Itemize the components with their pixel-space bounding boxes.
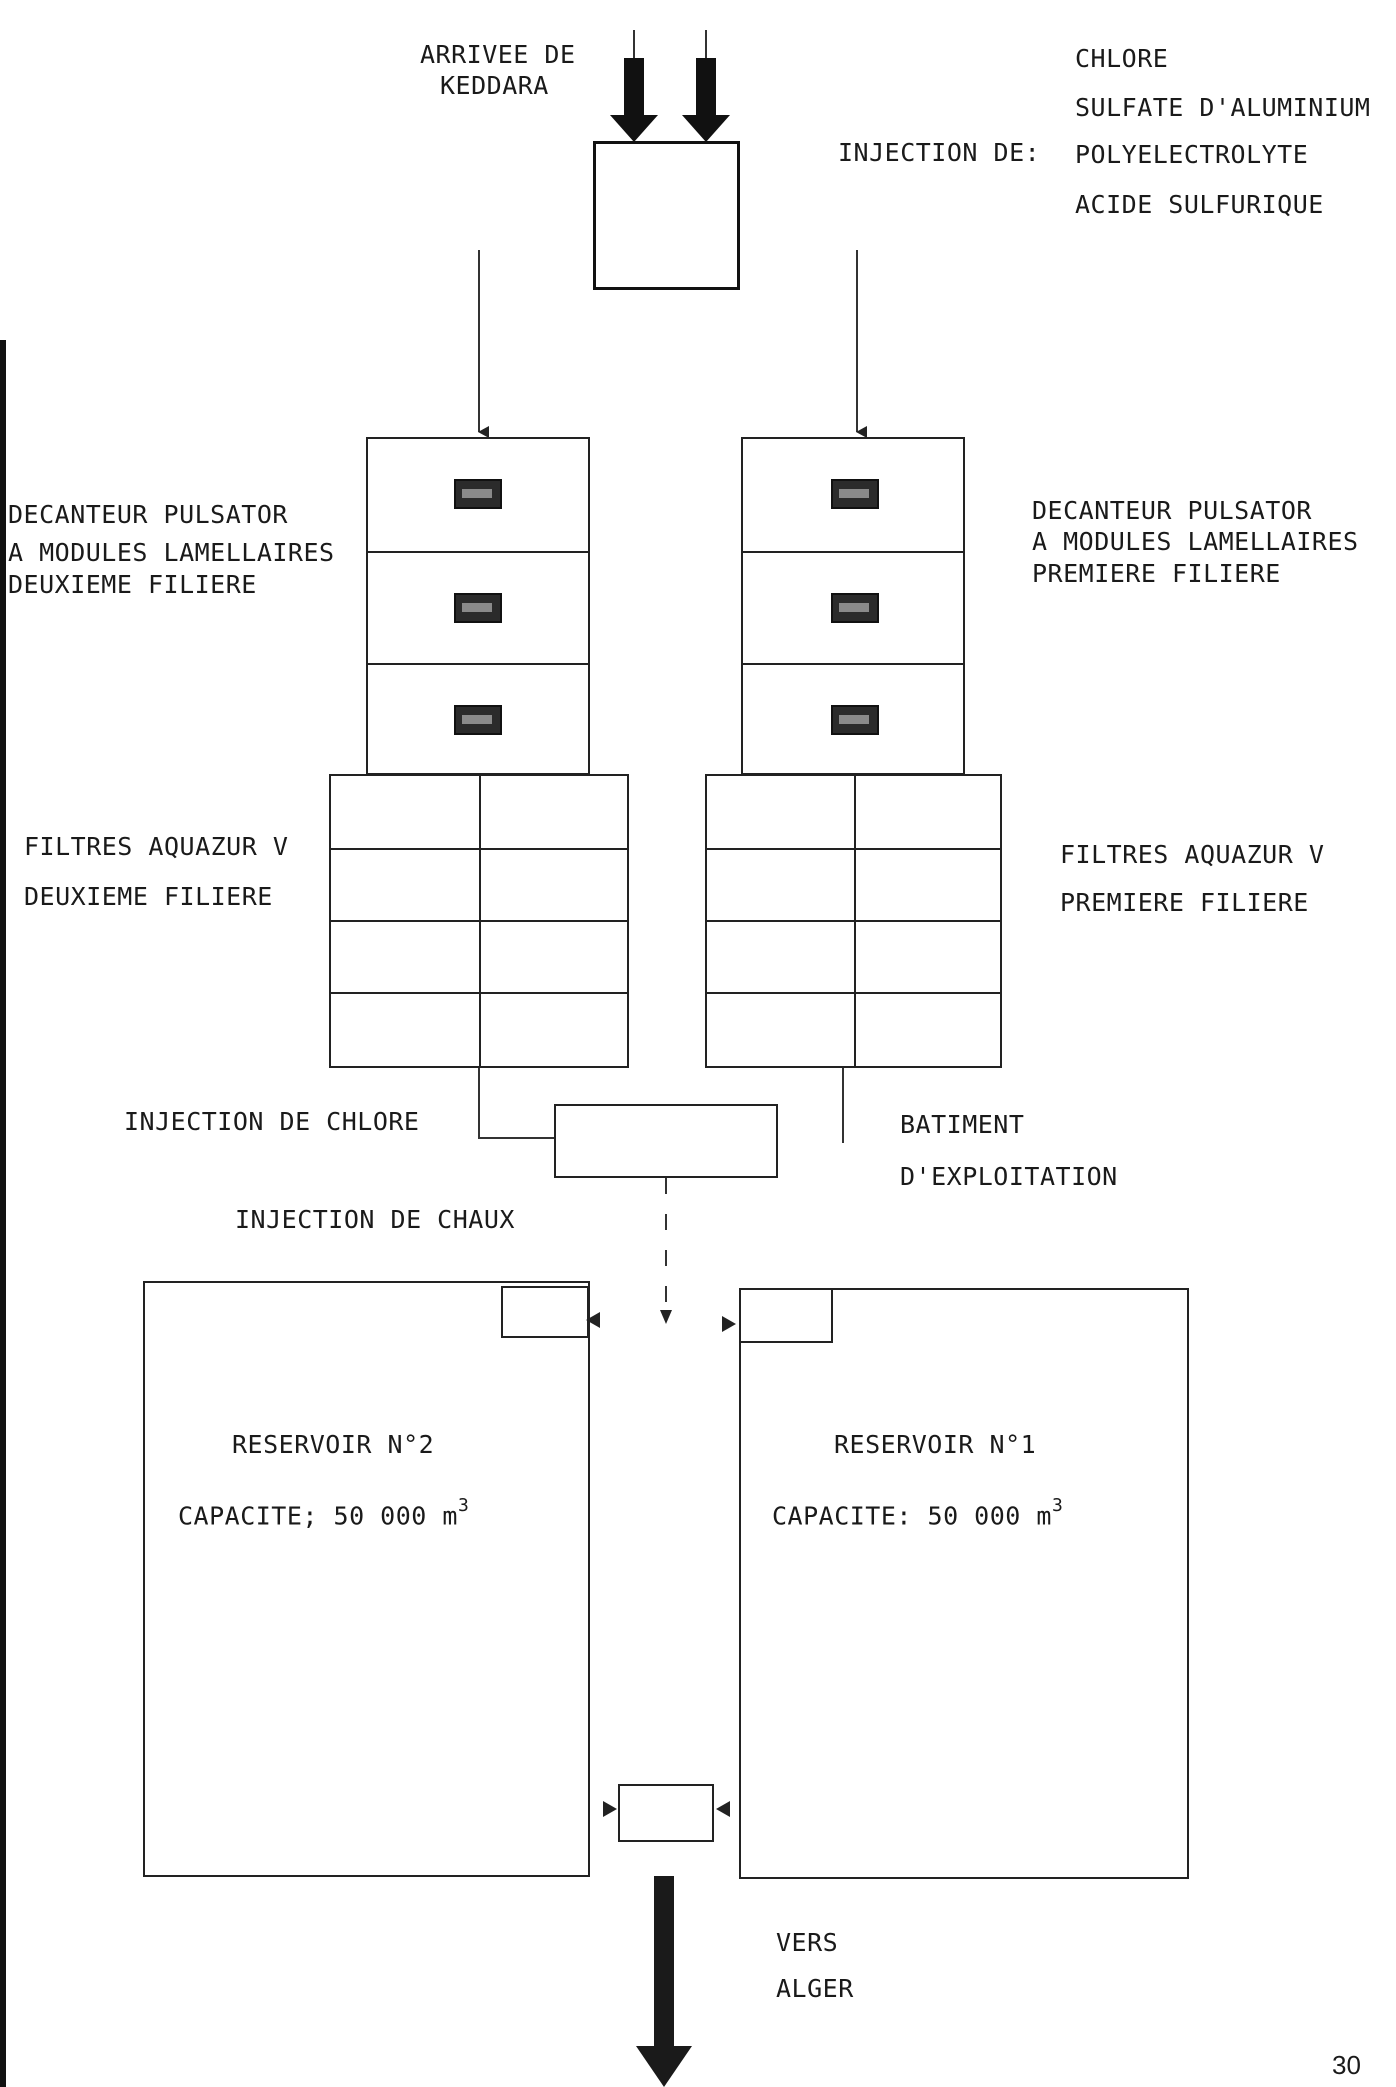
outlet-collector — [618, 1784, 714, 1842]
reservoir-1-inlet-chamber — [739, 1288, 833, 1343]
outflow-left-line — [479, 1068, 555, 1138]
operations-building — [554, 1104, 778, 1178]
decanter-right — [741, 437, 965, 775]
reservoir-2-inlet-chamber — [501, 1286, 589, 1338]
filter-right-label: FILTRES AQUAZUR V — [1060, 840, 1324, 870]
lime-injection-label: INJECTION DE CHAUX — [235, 1205, 515, 1235]
outlet-label: VERS — [776, 1928, 838, 1958]
lamellar-module-icon — [454, 705, 502, 735]
reservoir-2 — [143, 1281, 590, 1877]
filter-bank-right — [705, 774, 1002, 1068]
lamellar-module-icon — [831, 593, 879, 623]
decanter-cell — [368, 551, 588, 663]
decanter-left — [366, 437, 590, 775]
reservoir-2-capacity: CAPACITE; 50 000 m3 — [178, 1495, 469, 1531]
lamellar-module-icon — [831, 479, 879, 509]
injection-item: POLYELECTROLYTE — [1075, 140, 1308, 170]
decanter-cell — [743, 663, 963, 773]
outlet-arrow — [636, 1876, 692, 2087]
lamellar-module-icon — [454, 479, 502, 509]
reservoir1-inlet-arrow — [722, 1316, 736, 1332]
decanter-cell — [368, 439, 588, 551]
reservoir-2-name: RESERVOIR N°2 — [232, 1430, 434, 1460]
decanter-left-label-3: DEUXIEME FILIERE — [8, 570, 257, 600]
decanter-right-label-2: A MODULES LAMELLAIRES — [1032, 527, 1359, 557]
filter-right-label-2: PREMIERE FILIERE — [1060, 888, 1309, 918]
injection-prefix: INJECTION DE: — [838, 138, 1040, 168]
injection-item: SULFATE D'ALUMINIUM — [1075, 93, 1370, 123]
inlet-arrow-2 — [682, 30, 730, 142]
decanter-right-label-3: PREMIERE FILIERE — [1032, 559, 1281, 589]
filter-left-label: FILTRES AQUAZUR V — [24, 832, 288, 862]
chlorine-injection-label: INJECTION DE CHLORE — [124, 1107, 419, 1137]
lamellar-module-icon — [454, 593, 502, 623]
source-label-2: KEDDARA — [440, 71, 549, 101]
reservoir-1-name: RESERVOIR N°1 — [834, 1430, 1036, 1460]
outlet-label-2: ALGER — [776, 1974, 854, 2004]
decanter-left-label: DECANTEUR PULSATOR — [8, 500, 288, 530]
decanter-right-label: DECANTEUR PULSATOR — [1032, 496, 1312, 526]
inlet-arrow-1 — [610, 30, 658, 142]
injection-item: CHLORE — [1075, 44, 1168, 74]
filter-bank-left — [329, 774, 629, 1068]
decanter-cell — [743, 551, 963, 663]
building-label-2: D'EXPLOITATION — [900, 1162, 1118, 1192]
reservoir-1-capacity: CAPACITE: 50 000 m3 — [772, 1495, 1063, 1531]
reservoir-1 — [739, 1288, 1189, 1879]
filter-left-label-2: DEUXIEME FILIERE — [24, 882, 273, 912]
intake-chamber — [593, 141, 740, 290]
lamellar-module-icon — [831, 705, 879, 735]
decanter-cell — [743, 439, 963, 551]
building-label: BATIMENT — [900, 1110, 1024, 1140]
decanter-cell — [368, 663, 588, 773]
page-number: 30 — [1332, 2050, 1361, 2081]
injection-item: ACIDE SULFURIQUE — [1075, 190, 1324, 220]
decanter-left-label-2: A MODULES LAMELLAIRES — [8, 538, 335, 568]
source-label: ARRIVEE DE — [420, 40, 576, 70]
